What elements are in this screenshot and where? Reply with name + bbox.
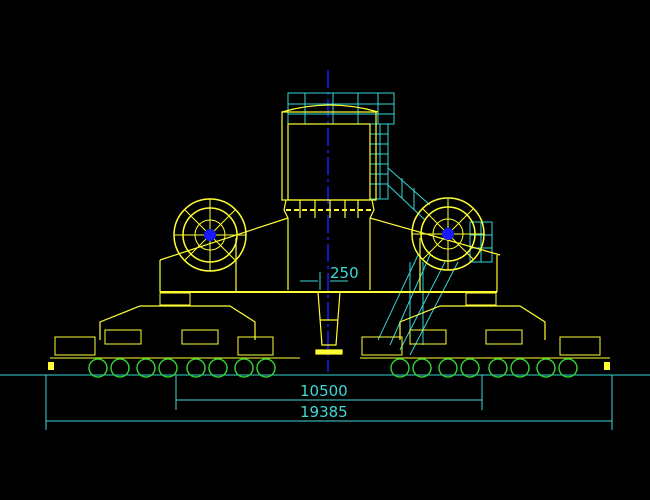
pivots — [159, 292, 497, 306]
bogies — [48, 329, 610, 378]
dimension-offset: 250 — [300, 264, 359, 290]
dim-offset-text: 250 — [330, 264, 359, 282]
dim-overall-text: 19385 — [300, 403, 348, 421]
dimension-inner-span: 10500 — [175, 375, 483, 410]
left-cable-reel — [173, 198, 247, 272]
right-cable-reel — [411, 197, 485, 271]
main-frame — [99, 104, 546, 355]
dim-inner-text: 10500 — [300, 382, 348, 400]
dimension-overall-span: 19385 — [45, 375, 613, 430]
